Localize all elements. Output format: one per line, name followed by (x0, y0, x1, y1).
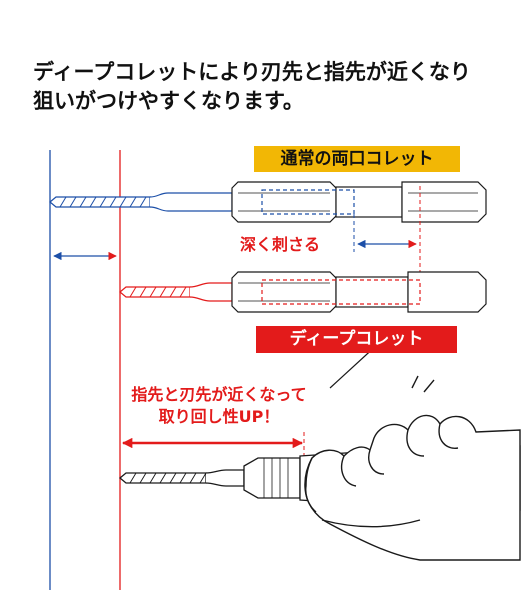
deep-collet-label: ディープコレット (256, 326, 457, 353)
hand-illustration (304, 375, 521, 561)
standard-collet-bit (49, 181, 487, 223)
headline-line-2: 狙いがつけやすくなります。 (33, 89, 304, 113)
deep-insert-label: 深く刺さる (240, 235, 321, 254)
callout-line-1: 指先と刃先が近くなって (131, 385, 307, 404)
deep-collet-bit (119, 271, 487, 313)
standard-collet-label: 通常の両口コレット (254, 146, 460, 172)
callout-line-2: 取り回し性UP！ (158, 407, 280, 426)
headline: ディープコレットにより刃先と指先が近くなり 狙いがつけやすくなります。 (33, 58, 513, 116)
headline-line-1: ディープコレットにより刃先と指先が近くなり (33, 60, 471, 84)
handling-callout: 指先と刃先が近くなって 取り回し性UP！ (104, 384, 334, 428)
